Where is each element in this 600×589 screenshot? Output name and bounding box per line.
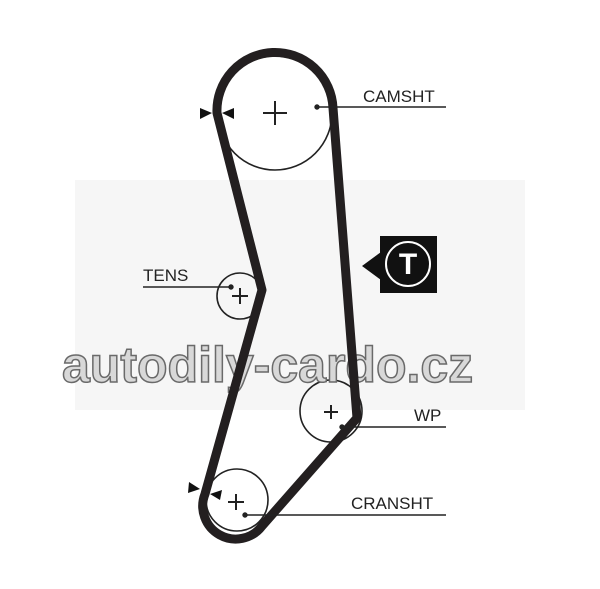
- camshaft-label: CAMSHT: [363, 87, 435, 106]
- tensioner-label: TENS: [143, 266, 188, 285]
- tensioner-badge: T: [362, 236, 437, 293]
- watermark: autodily-cardo.cz: [62, 337, 473, 393]
- crankshaft-label: CRANSHT: [351, 494, 433, 513]
- camshaft-center-mark: [263, 101, 287, 125]
- tensioner-center-mark: [232, 288, 248, 304]
- alignment-arrow-icon: [222, 108, 234, 119]
- alignment-arrow-icon: [188, 482, 200, 493]
- timing-belt: [198, 47, 362, 544]
- water-pump-center-mark: [324, 405, 338, 419]
- crankshaft-center-mark: [228, 494, 244, 510]
- tensioner-badge-label: T: [399, 248, 417, 281]
- background-band: [75, 180, 525, 410]
- alignment-arrow-icon: [210, 490, 222, 500]
- water-pump-label: WP: [414, 406, 441, 425]
- alignment-arrow-icon: [200, 108, 212, 119]
